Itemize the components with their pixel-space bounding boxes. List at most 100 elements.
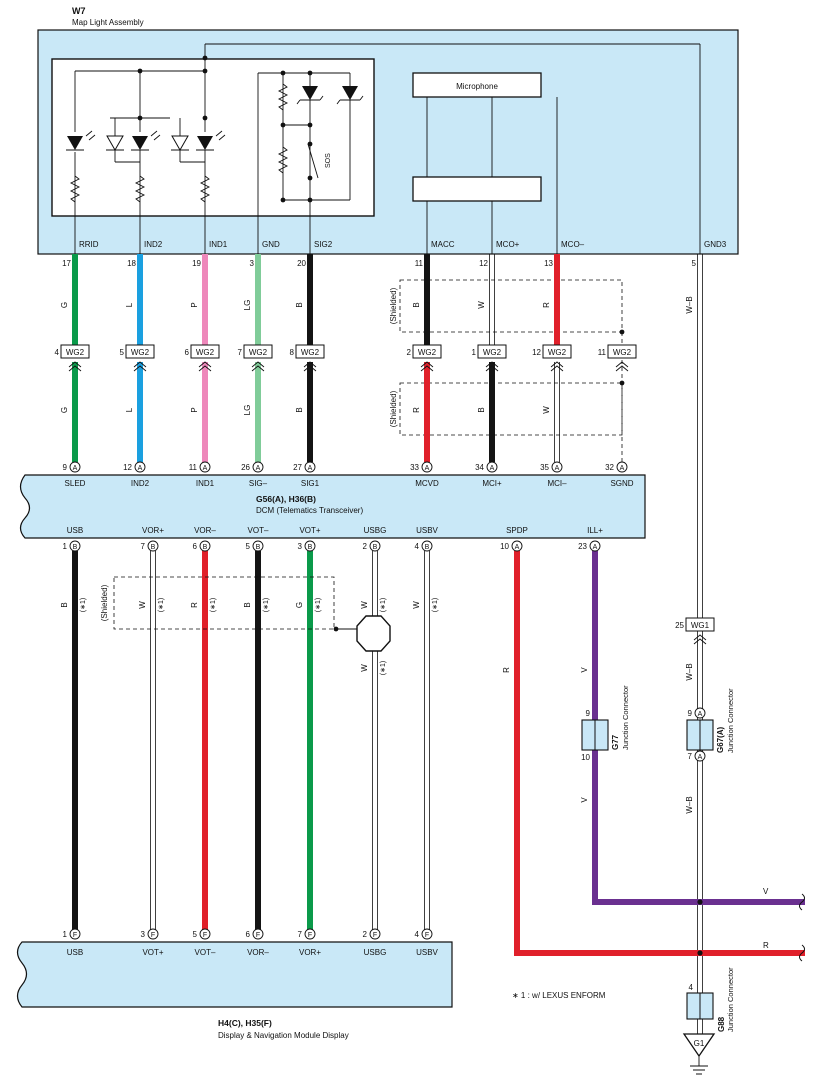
wg2-chevron-1 (133, 361, 147, 372)
wire-gnd3-label: W–B (685, 296, 694, 313)
wg2-num-8: 11 (598, 348, 607, 357)
w7-pin-num-7: 13 (544, 259, 553, 268)
display-pin-2-letter: F (203, 932, 207, 939)
w7-pin-label-7: MCO– (561, 240, 585, 249)
ferrite-core (356, 615, 391, 652)
display-num-2: 5 (193, 930, 198, 939)
dcm-top-pin-1-letter: A (138, 465, 143, 472)
g67-bottom-pin-circle (694, 750, 706, 762)
dcm-bot-label-6: USBV (416, 526, 438, 535)
dcm-top-pin-1-circle (134, 461, 146, 473)
wg2-box-0 (60, 344, 90, 359)
w7-pin-num-2: 19 (192, 259, 201, 268)
wire-lower-label-2: P (190, 407, 199, 412)
microphone-label: Microphone (456, 82, 498, 91)
wg2-label-6: WG2 (483, 348, 502, 357)
wire-display-1 (150, 551, 156, 930)
wire-upper-label-2: P (190, 302, 199, 307)
display-module: H4(C), H35(F) Display & Navigation Modul… (16, 941, 453, 1040)
dcm-bot-num-4: 3 (298, 542, 303, 551)
right-edge-terminals: V R (763, 887, 769, 950)
dcm-top-num-8: 32 (605, 463, 614, 472)
shield-upper (399, 279, 623, 333)
wg2-label-8: WG2 (613, 348, 632, 357)
wg1-chevron (693, 634, 707, 645)
footnote: ∗ 1 : w/ LEXUS ENFORM (512, 991, 606, 1000)
wire-display-note-6: (∗1) (432, 598, 439, 612)
shielded-label-video: (Shielded) (100, 584, 109, 621)
dcm-bot-label-2: VOR– (194, 526, 216, 535)
w7-pin-num-8: 5 (692, 259, 697, 268)
g88-junction-dot-r (697, 950, 703, 956)
dcm-bot-num-3: 5 (246, 542, 251, 551)
dcm-top-pin-7-letter: A (555, 465, 560, 472)
dcm-bot-num-5: 2 (363, 542, 368, 551)
wire-ill-label: V (580, 667, 589, 673)
map-light-name: Map Light Assembly (72, 18, 144, 27)
wg2-label-1: WG2 (131, 348, 150, 357)
dcm-bot-pin-8-circle (589, 540, 601, 552)
dcm-bot-pin-7-letter: A (515, 544, 520, 551)
dcm-top-num-5: 33 (410, 463, 419, 472)
display-subtitle: Display & Navigation Module Display (218, 1031, 349, 1040)
right-edge-v-label: V (763, 887, 769, 896)
display-num-4: 7 (298, 930, 303, 939)
display-pin-4-circle (304, 928, 316, 940)
dcm-top-pin-2-letter: A (203, 465, 208, 472)
g88-junction-dot (697, 899, 703, 905)
display-pin-0-circle (69, 928, 81, 940)
dcm-top-pin-8-circle (616, 461, 628, 473)
wire-display-note-0: (∗1) (80, 598, 87, 612)
dcm-bot-pin-5-letter: B (373, 544, 378, 551)
w7-pin-num-6: 12 (479, 259, 488, 268)
dcm-bot-num-2: 6 (193, 542, 198, 551)
display-label-4: VOR+ (299, 948, 321, 957)
dcm-top-pin-8-letter: A (620, 465, 625, 472)
wire-spdp (514, 551, 805, 956)
wg2-chevron-4 (303, 361, 317, 372)
dcm-unit: G56(A), H36(B) DCM (Telematics Transceiv… (19, 474, 646, 539)
g67-code: G67(A) (716, 726, 725, 753)
dcm-top-num-2: 11 (189, 463, 198, 472)
shield-drain-dot (333, 626, 339, 632)
g77-code: G77 (611, 734, 620, 750)
dcm-box (19, 474, 646, 539)
display-pin-3-circle (252, 928, 264, 940)
wg2-label-7: WG2 (548, 348, 567, 357)
wire-upper-label-1: L (125, 302, 134, 307)
wg2-box-2 (190, 344, 220, 359)
dcm-bot-pin-8-letter: A (593, 544, 598, 551)
dcm-bot-pin-3-letter: B (256, 544, 261, 551)
dcm-bot-num-7: 10 (500, 542, 509, 551)
sos-label: SOS (325, 153, 332, 168)
wire-display-label-6: W (412, 601, 421, 609)
wire-end-v (799, 893, 805, 911)
dcm-bot-pin-5-circle (369, 540, 381, 552)
dcm-bot-label-4: VOT+ (299, 526, 320, 535)
display-pin-2-circle (199, 928, 211, 940)
wire-usbg-label-2: W (360, 664, 369, 672)
dcm-bot-pin-3-circle (252, 540, 264, 552)
wg2-chevron-5 (420, 361, 434, 372)
wg2-connector-8: WG2 11 (598, 344, 637, 372)
wires (72, 254, 805, 1034)
shield-video (113, 576, 335, 630)
wg2-num-5: 2 (407, 348, 412, 357)
display-label-1: VOT+ (142, 948, 163, 957)
w7-pin-label-2: IND1 (209, 240, 228, 249)
wg2-num-0: 4 (55, 348, 60, 357)
wire-end-marks (799, 893, 805, 962)
dcm-title: G56(A), H36(B) (256, 494, 316, 504)
wire-display-note-4: (∗1) (315, 598, 322, 612)
map-light-assembly: W7 Map Light Assembly (37, 6, 739, 268)
ground-label: G1 (694, 1039, 705, 1048)
wire-gnd3 (697, 254, 703, 1034)
wg1-box (685, 617, 715, 632)
wg2-box-3 (243, 344, 273, 359)
wg2-num-3: 7 (238, 348, 243, 357)
wire-lower-label-4: B (295, 407, 304, 412)
